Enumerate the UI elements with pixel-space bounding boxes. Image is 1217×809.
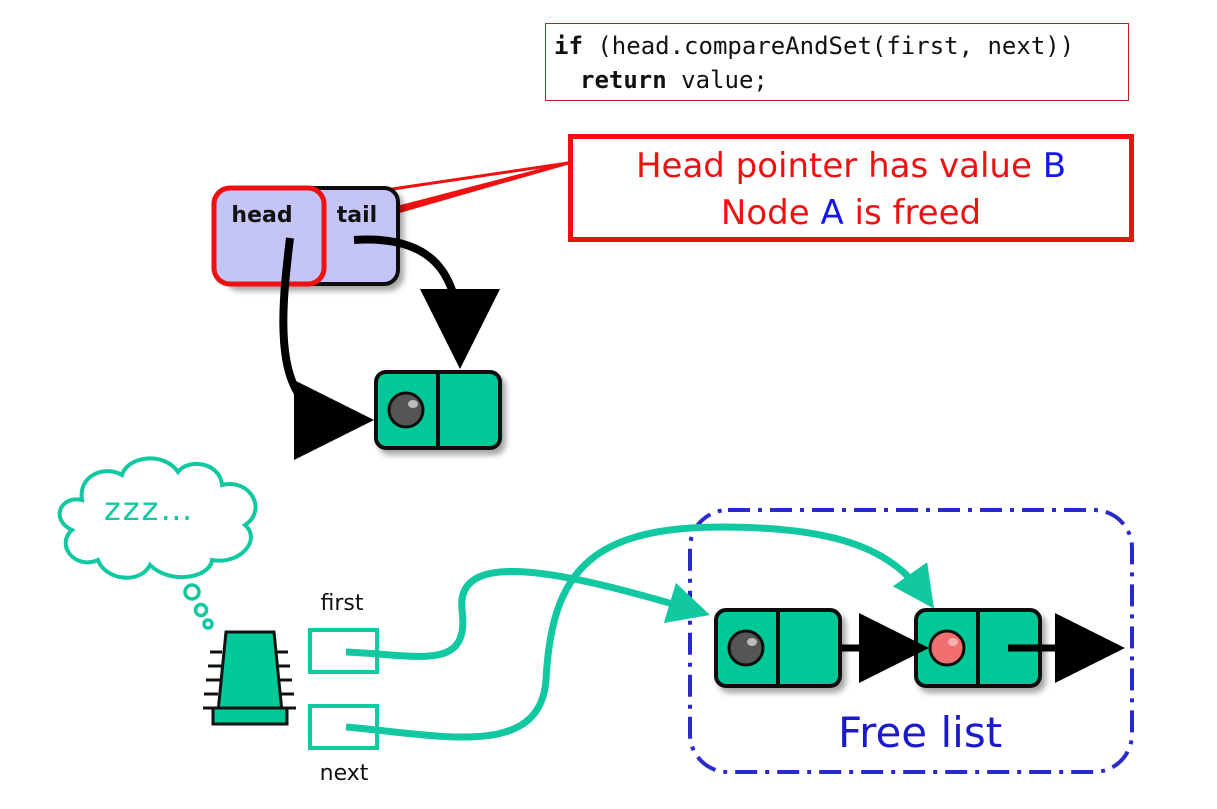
code-line-2: return value; [580, 66, 768, 94]
node-a-value-grey [727, 629, 765, 667]
code-line-2-text: value; [666, 66, 768, 94]
callout-line-2: Node A is freed [573, 190, 1129, 237]
code-line-1: if (head.compareAndSet(first, next)) [554, 32, 1074, 60]
first-pointer-arrow [345, 567, 711, 660]
node-value-grey [387, 391, 425, 429]
callout-line-2-prefix: Node [720, 193, 821, 233]
next-label: next [320, 761, 369, 786]
callout-line-1: Head pointer has value B [573, 143, 1129, 190]
code-keyword-if: if [554, 32, 583, 60]
callout-node-a: A [820, 193, 844, 233]
thought-text: zzz… [104, 490, 195, 528]
free-list-region [688, 508, 1134, 774]
tail-pointer-arrow [353, 235, 500, 369]
head-highlight-box [211, 185, 327, 287]
queue-node [374, 370, 502, 450]
tail-label: tail [337, 203, 377, 228]
head-pointer-arrow [279, 237, 374, 460]
code-snippet-box: if (head.compareAndSet(first, next)) ret… [545, 23, 1129, 101]
node-b-value-red [928, 629, 966, 667]
callout-line-2-suffix: is freed [843, 193, 982, 233]
callout-value-b: B [1042, 146, 1067, 186]
head-label: head [231, 203, 292, 228]
first-label: first [321, 591, 364, 616]
free-list-label: Free list [838, 708, 1003, 757]
code-keyword-return: return [580, 66, 667, 94]
next-pointer-arrow [345, 523, 935, 741]
free-node-a [714, 608, 842, 688]
thread-chip-icon [203, 630, 296, 726]
code-line-1-text: (head.compareAndSet(first, next)) [582, 32, 1075, 60]
callout-line-1-text: Head pointer has value [635, 146, 1043, 186]
thought-cloud [57, 456, 258, 630]
callout-box: Head pointer has value B Node A is freed [568, 134, 1134, 242]
